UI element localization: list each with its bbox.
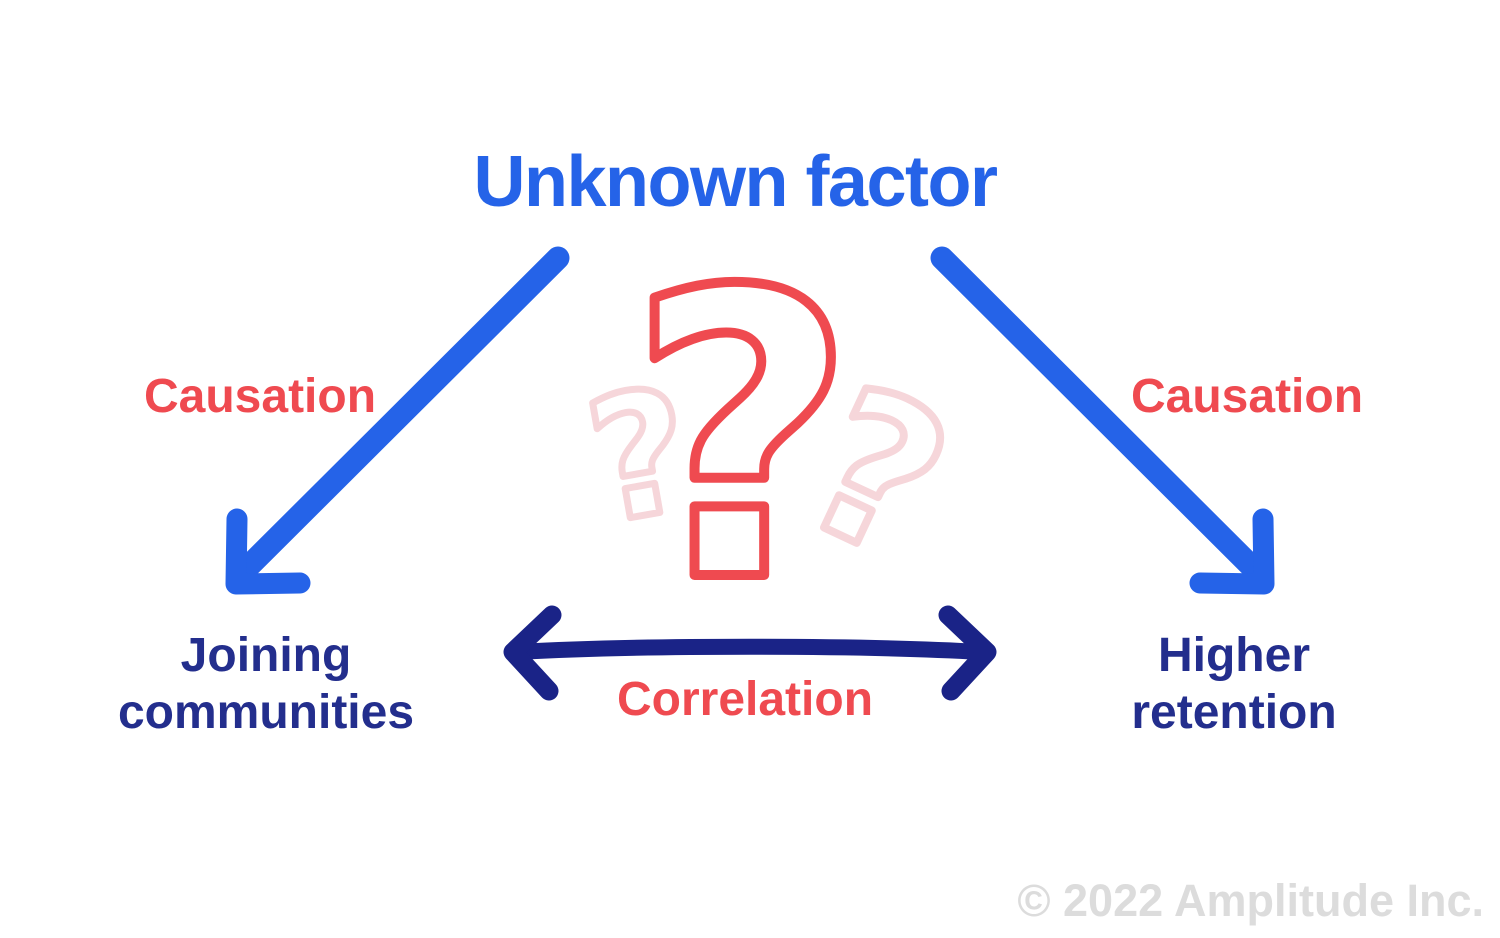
correlation-arrow-shaft	[510, 638, 990, 660]
causation-arrow-right	[930, 246, 1275, 595]
node-joining-communities-line1: Joining	[180, 629, 352, 682]
causation-label-right: Causation	[1131, 370, 1364, 423]
node-higher-retention: Higher retention	[1083, 627, 1385, 741]
causation-label-left: Causation	[144, 370, 377, 423]
diagram-title: Unknown factor	[473, 142, 998, 222]
causation-arrow-left-head	[225, 508, 311, 595]
correlation-label: Correlation	[616, 673, 874, 726]
causation-arrow-right-head	[1189, 508, 1275, 595]
node-higher-retention-line2: retention	[1131, 686, 1337, 739]
copyright-watermark: © 2022 Amplitude Inc.	[1017, 875, 1484, 926]
node-joining-communities-line2: communities	[117, 686, 415, 739]
correlation-arrow	[503, 605, 997, 701]
node-joining-communities: Joining communities	[115, 627, 417, 741]
correlation-arrow-head-right	[938, 605, 997, 701]
node-higher-retention-line1: Higher	[1157, 629, 1310, 682]
causation-arrow-left-shaft	[234, 246, 570, 581]
question-mark-main-icon: ?	[627, 209, 856, 669]
causation-arrow-left	[225, 246, 570, 595]
causation-arrow-right-shaft	[930, 246, 1266, 581]
correlation-arrow-head-left	[503, 605, 562, 701]
